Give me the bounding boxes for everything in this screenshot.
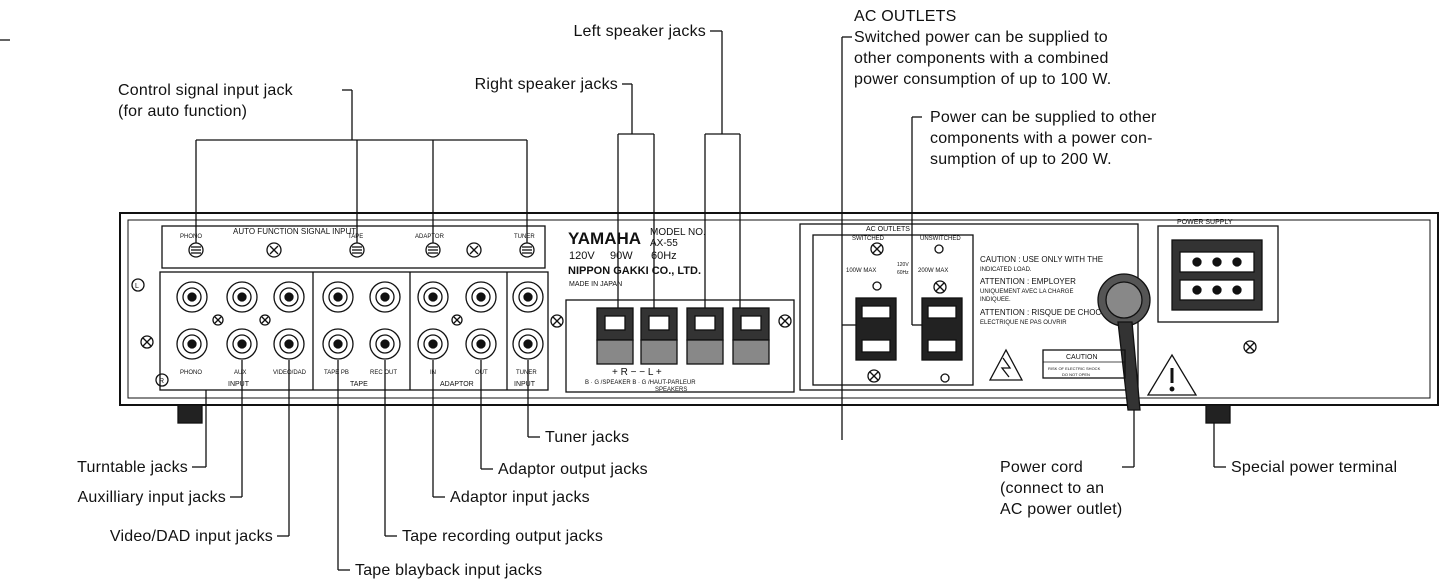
- warning-triangle-left: [988, 348, 1024, 381]
- rca-jacks-bottom: [176, 328, 544, 360]
- attention-line5: ELECTRIQUE NE PAS OUVRIR: [980, 320, 1067, 326]
- model-no-label: MODEL NO.: [650, 227, 706, 238]
- lightning-bolt-icon: [1000, 357, 1012, 378]
- caution-plate-small2: DO NOT OPEN: [1062, 372, 1090, 377]
- jack-phono-label: PHONO: [180, 370, 202, 376]
- switched-label: SWITCHED: [852, 236, 885, 242]
- r-mark-text: R: [159, 378, 164, 385]
- callout-ac-unswitched-1: Power can be supplied to other: [930, 109, 1157, 126]
- left-foot: [177, 404, 203, 424]
- group-input-label: INPUT: [228, 381, 250, 388]
- ac-outlet-sockets: [855, 297, 963, 361]
- voltage-rating: 120V: [569, 250, 595, 262]
- af-tape-label: TAPE: [348, 234, 363, 240]
- auto-function-box: [161, 225, 546, 269]
- callout-tuner-jacks: Tuner jacks: [545, 429, 630, 446]
- chassis-inner: [127, 219, 1431, 399]
- group-adaptor-label: ADAPTOR: [440, 381, 474, 388]
- group-tape-label: TAPE: [350, 381, 368, 388]
- caution-plate-label: CAUTION: [1066, 354, 1098, 361]
- callout-ac-switched-1: Switched power can be supplied to: [854, 29, 1108, 46]
- callout-left-speaker: Left speaker jacks: [573, 23, 706, 40]
- callout-auxiliary-input: Auxilliary input jacks: [77, 489, 226, 506]
- power-supply-label: POWER SUPPLY: [1177, 219, 1233, 226]
- maker-name: NIPPON GAKKI CO., LTD.: [568, 265, 701, 277]
- af-tuner-label: TUNER: [514, 234, 535, 240]
- callout-video-dad: Video/DAD input jacks: [109, 528, 273, 545]
- callout-control-signal-1: Control signal input jack: [118, 82, 293, 99]
- attention-line3: INDIQUEE.: [980, 297, 1011, 303]
- ac-outlet-frame: [812, 234, 974, 386]
- leader-lines: [192, 30, 1226, 571]
- chassis-outline: [119, 212, 1439, 406]
- callout-power-cord-2: (connect to an: [1000, 480, 1105, 497]
- model-value: AX-55: [650, 238, 678, 249]
- jack-panel-frame: [159, 271, 549, 391]
- speaker-polarity: + R − − L +: [612, 367, 662, 378]
- hz60-label: 60Hz: [897, 270, 909, 276]
- callout-power-cord-1: Power cord: [1000, 459, 1083, 476]
- callout-power-cord-3: AC power outlet): [1000, 501, 1123, 518]
- callout-ac-unswitched-2: components with a power con-: [930, 130, 1153, 147]
- v120-label: 120V: [897, 262, 909, 268]
- callout-adaptor-output: Adaptor output jacks: [498, 461, 648, 478]
- power-cord: [1097, 273, 1151, 411]
- auto-function-label: AUTO FUNCTION SIGNAL INPUT: [233, 227, 356, 236]
- group-input2-label: INPUT: [514, 381, 536, 388]
- caution-plate-small1: RISK OF ELECTRIC SHOCK: [1048, 366, 1101, 371]
- attention-line2: UNIQUEMENT AVEC LA CHARGE: [980, 289, 1073, 295]
- rca-jacks-top: [176, 281, 544, 313]
- right-channel-mark: [155, 373, 169, 387]
- jack-aux-label: AUX: [234, 370, 246, 376]
- af-adaptor-label: ADAPTOR: [415, 234, 445, 240]
- callout-ac-switched-3: power consumption of up to 100 W.: [854, 71, 1112, 88]
- wattage-rating: 90W: [610, 250, 633, 262]
- af-phono-label: PHONO: [180, 234, 202, 240]
- exclamation-dot: [1169, 386, 1175, 392]
- speaker-label-line2: SPEAKERS: [655, 387, 687, 393]
- frequency-rating: 60Hz: [651, 250, 677, 262]
- callout-ac-switched-2: other components with a combined: [854, 50, 1109, 67]
- max100-label: 100W MAX: [846, 268, 876, 274]
- power-supply-box: [1157, 225, 1279, 323]
- left-channel-mark: [131, 278, 145, 292]
- power-supply-socket: [1171, 239, 1263, 311]
- unswitched-label: UNSWITCHED: [920, 236, 961, 242]
- speaker-terminals: [596, 307, 770, 365]
- callout-control-signal-2: (for auto function): [118, 103, 248, 120]
- right-foot: [1205, 404, 1231, 424]
- speaker-label-line1: B · G /SPEAKER B · G /HAUT-PARLEUR: [585, 380, 696, 386]
- callout-ac-outlets-title: AC OUTLETS: [854, 8, 957, 25]
- jack-in-label: IN: [430, 370, 436, 376]
- auto-function-jacks: [188, 242, 535, 258]
- caution-line2: INDICATED LOAD.: [980, 267, 1032, 273]
- jack-video-label: VIDEO/DAD: [273, 370, 307, 376]
- callout-tape-playback: Tape blayback input jacks: [355, 562, 543, 579]
- jack-recout-label: REC OUT: [370, 370, 397, 376]
- callout-tape-recording: Tape recording output jacks: [402, 528, 604, 545]
- callout-turntable-jacks: Turntable jacks: [77, 459, 188, 476]
- max200-label: 200W MAX: [918, 268, 948, 274]
- warning-triangle-right: [1146, 353, 1198, 396]
- made-in-label: MADE IN JAPAN: [569, 281, 622, 288]
- caution-line1: CAUTION : USE ONLY WITH THE: [980, 255, 1103, 264]
- jack-tuner-label: TUNER: [516, 370, 537, 376]
- jack-out-label: OUT: [475, 370, 488, 376]
- speaker-panel: [565, 299, 795, 393]
- panel-screws: [140, 242, 1257, 383]
- callout-adaptor-input: Adaptor input jacks: [450, 489, 590, 506]
- callout-special-power: Special power terminal: [1231, 459, 1398, 476]
- ac-outlets-panel-label: AC OUTLETS: [866, 226, 910, 233]
- caution-plate: [1042, 349, 1126, 379]
- attention-line1: ATTENTION : EMPLOYER: [980, 277, 1076, 286]
- callout-ac-unswitched-3: sumption of up to 200 W.: [930, 151, 1112, 168]
- l-mark-text: L: [135, 283, 139, 290]
- jack-tapepb-label: TAPE PB: [324, 370, 349, 376]
- brand-logo: YAMAHA: [568, 229, 641, 248]
- callout-right-speaker: Right speaker jacks: [474, 76, 618, 93]
- attention-line4: ATTENTION : RISQUE DE CHOC: [980, 308, 1101, 317]
